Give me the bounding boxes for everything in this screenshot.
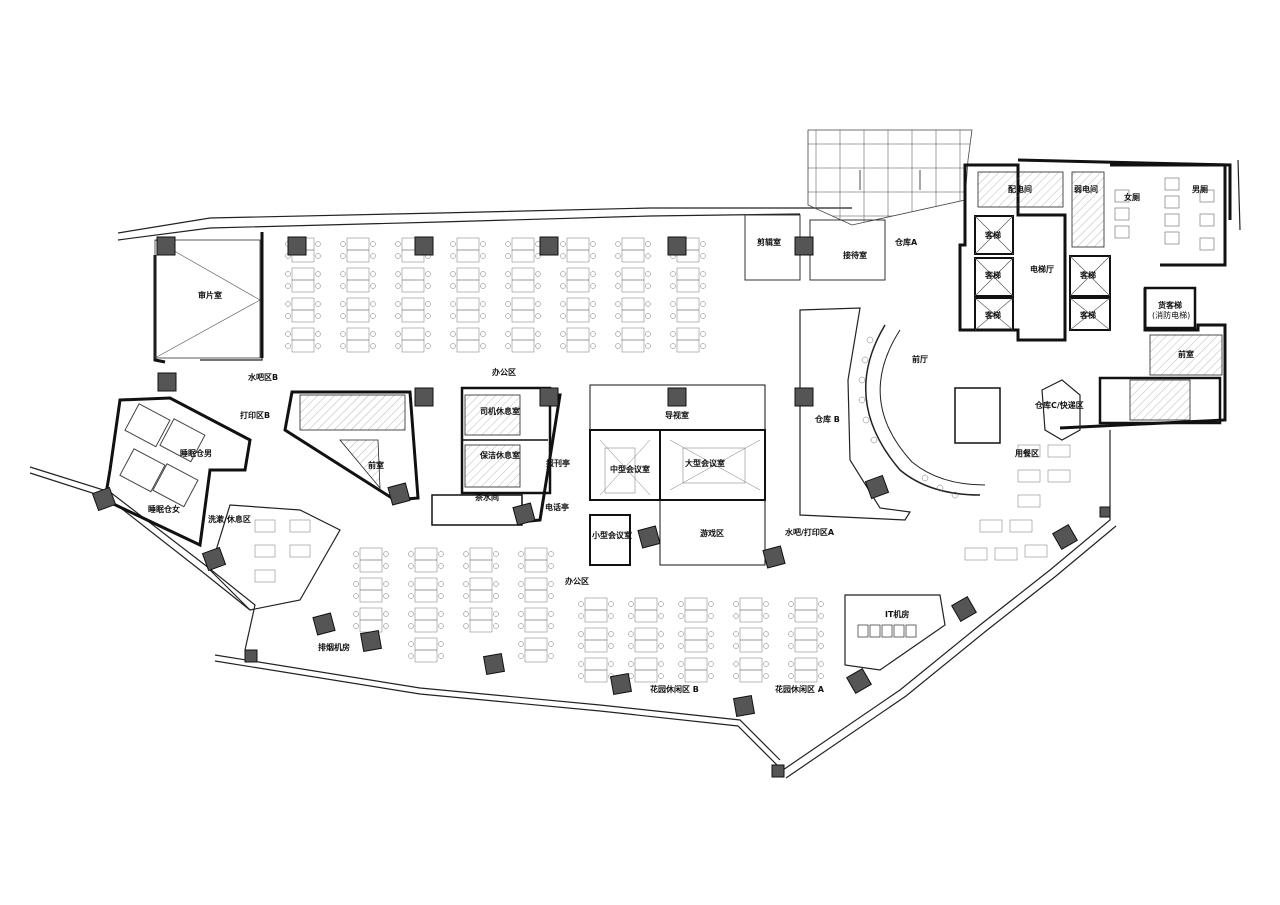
label-freight-elevator: 货客梯 bbox=[1157, 300, 1182, 310]
desk-array-south bbox=[353, 547, 824, 683]
label-fire-elevator-note: (消防电梯) bbox=[1152, 310, 1190, 320]
label-print-area-b: 打印区B bbox=[240, 410, 270, 420]
label-warehouse-c: 仓库C/快递区 bbox=[1034, 400, 1084, 410]
lobby-dining bbox=[799, 307, 1081, 561]
label-mens-wc: 男厕 bbox=[1192, 185, 1208, 194]
label-game-area: 游戏区 bbox=[700, 528, 724, 538]
label-elevator-2: 客梯 bbox=[984, 270, 1001, 280]
exterior-walls bbox=[29, 158, 1241, 779]
desk-array-north bbox=[285, 237, 706, 353]
label-cleaner-lounge: 保洁休息室 bbox=[479, 450, 520, 460]
room-labels: 审片室 水吧区B 打印区B 睡眠仓男 睡眠仓女 洗漱/休息区 排烟机房 办公区 … bbox=[148, 184, 1208, 694]
label-front-room-west: 前室 bbox=[368, 460, 384, 470]
label-warehouse-a: 仓库A bbox=[894, 237, 918, 247]
structural-columns bbox=[91, 236, 1111, 778]
label-sleep-pod-female: 睡眠仓女 bbox=[148, 504, 180, 514]
label-sleep-pod-male: 睡眠仓男 bbox=[180, 448, 212, 458]
label-water-bar-b: 水吧区B bbox=[247, 372, 278, 382]
label-elevator-5: 客梯 bbox=[1079, 310, 1096, 320]
label-medium-meeting: 中型会议室 bbox=[610, 464, 650, 474]
label-elevator-4: 客梯 bbox=[1079, 270, 1096, 280]
label-cutting-room: 剪辑室 bbox=[757, 237, 781, 247]
it-room-block bbox=[844, 594, 946, 671]
central-rooms bbox=[283, 384, 766, 566]
label-elevator-1: 客梯 bbox=[984, 230, 1001, 240]
label-lobby: 前厅 bbox=[912, 354, 928, 364]
label-front-room-east: 前室 bbox=[1178, 349, 1194, 359]
label-elevator-hall: 电梯厅 bbox=[1030, 264, 1054, 274]
label-it-room: IT机房 bbox=[885, 609, 909, 619]
label-magazine-room: 报刊亭 bbox=[546, 458, 570, 468]
label-guide-room: 导视室 bbox=[665, 410, 689, 420]
label-phone-booth: 电话亭 bbox=[545, 502, 569, 512]
label-driver-lounge: 司机休息室 bbox=[480, 406, 520, 416]
terrace-grid bbox=[807, 129, 973, 226]
label-warehouse-b: 仓库 B bbox=[814, 414, 840, 424]
label-womens-wc: 女厕 bbox=[1124, 192, 1140, 202]
label-office-north: 办公区 bbox=[492, 367, 516, 377]
service-core bbox=[958, 163, 1227, 430]
label-small-meeting: 小型会议室 bbox=[591, 530, 632, 540]
label-exhaust-room: 排烟机房 bbox=[318, 642, 350, 652]
label-power-room: 配电间 bbox=[1008, 184, 1032, 194]
label-review-room: 审片室 bbox=[198, 290, 222, 300]
label-garden-a: 花园休闲区 A bbox=[775, 684, 825, 694]
label-reception: 接待室 bbox=[843, 250, 867, 260]
label-elevator-3: 客梯 bbox=[984, 310, 1001, 320]
label-dining: 用餐区 bbox=[1014, 448, 1039, 458]
label-large-meeting: 大型会议室 bbox=[685, 458, 725, 468]
label-office-south: 办公区 bbox=[565, 576, 589, 586]
north-office bbox=[154, 214, 886, 361]
label-garden-b: 花园休闲区 B bbox=[650, 684, 699, 694]
label-water-print-a: 水吧/打印区A bbox=[784, 527, 835, 537]
label-tea-room: 茶水间 bbox=[474, 492, 499, 502]
label-weak-power-room: 弱电间 bbox=[1074, 184, 1098, 194]
label-wash-rest: 洗漱/休息区 bbox=[208, 514, 251, 524]
